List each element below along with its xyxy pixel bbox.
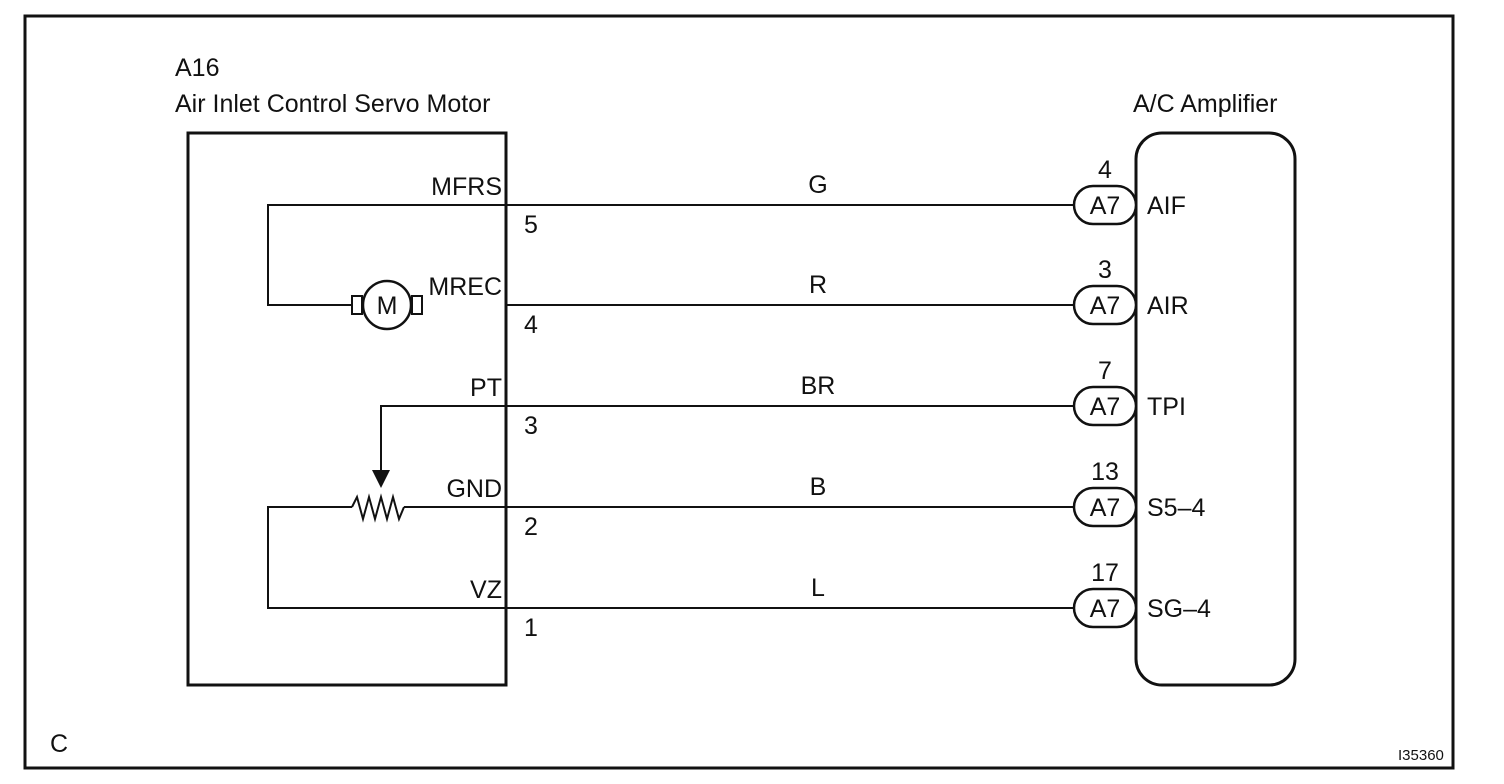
connector-label: A7	[1090, 494, 1121, 522]
potentiometer-wiper-wire	[380, 405, 506, 470]
motor-brush-right	[411, 295, 423, 315]
connector-label: A7	[1090, 393, 1121, 421]
amplifier-pin-number: 17	[1091, 559, 1119, 587]
amplifier-terminal-label: AIF	[1147, 192, 1186, 220]
connector-pin-oval	[1072, 385, 1138, 427]
wire-color-label: G	[808, 171, 827, 199]
amplifier-pin-number: 13	[1091, 458, 1119, 486]
amplifier-terminal-label: TPI	[1147, 393, 1186, 421]
component-pin-number: 1	[524, 614, 538, 642]
figure-id: I35360	[1398, 747, 1444, 764]
connector-pin-oval	[1072, 184, 1138, 226]
component-terminal-label: MFRS	[431, 173, 502, 201]
potentiometer-wiper-arrow-icon	[372, 470, 390, 488]
amplifier-terminal-label: S5–4	[1147, 494, 1205, 522]
component-pin-number: 2	[524, 513, 538, 541]
amplifier-pin-number: 7	[1098, 357, 1112, 385]
amplifier-terminal-label: SG–4	[1147, 595, 1211, 623]
wire-color-label: R	[809, 271, 827, 299]
component-box	[186, 131, 508, 687]
connector-pin-oval	[1072, 284, 1138, 326]
potentiometer-resistor-icon	[351, 493, 405, 523]
amplifier-pin-number: 3	[1098, 256, 1112, 284]
motor-loop-wire	[267, 204, 506, 306]
potentiometer-vz-loop-wire	[267, 506, 506, 609]
component-terminal-label: GND	[446, 475, 502, 503]
component-pin-number: 3	[524, 412, 538, 440]
component-name: Air Inlet Control Servo Motor	[175, 90, 490, 118]
motor-icon	[361, 279, 413, 331]
component-pin-number: 5	[524, 211, 538, 239]
wire-rows: MFRS5GA74AIFMREC4RA73AIRPT3BRA77TPIGND2B…	[428, 156, 1211, 642]
motor-symbol: M	[377, 292, 398, 320]
connector-label: A7	[1090, 192, 1121, 220]
connector-label: A7	[1090, 595, 1121, 623]
amplifier-pin-number: 4	[1098, 156, 1112, 184]
component-pin-number: 4	[524, 311, 538, 339]
diagram-frame	[23, 14, 1455, 770]
component-terminal-label: MREC	[428, 273, 502, 301]
motor-brush-left	[351, 295, 363, 315]
amplifier-terminal-label: AIR	[1147, 292, 1189, 320]
connector-pin-oval	[1072, 587, 1138, 629]
wire-color-label: B	[810, 473, 827, 501]
connector-label: A7	[1090, 292, 1121, 320]
connector-pin-oval	[1072, 486, 1138, 528]
component-terminal-label: VZ	[470, 576, 502, 604]
wire-color-label: BR	[801, 372, 836, 400]
component-terminal-label: PT	[470, 374, 502, 402]
corner-label: C	[50, 730, 68, 758]
wire-color-label: L	[811, 574, 825, 602]
component-code: A16	[175, 54, 219, 82]
amplifier-name: A/C Amplifier	[1133, 90, 1277, 118]
